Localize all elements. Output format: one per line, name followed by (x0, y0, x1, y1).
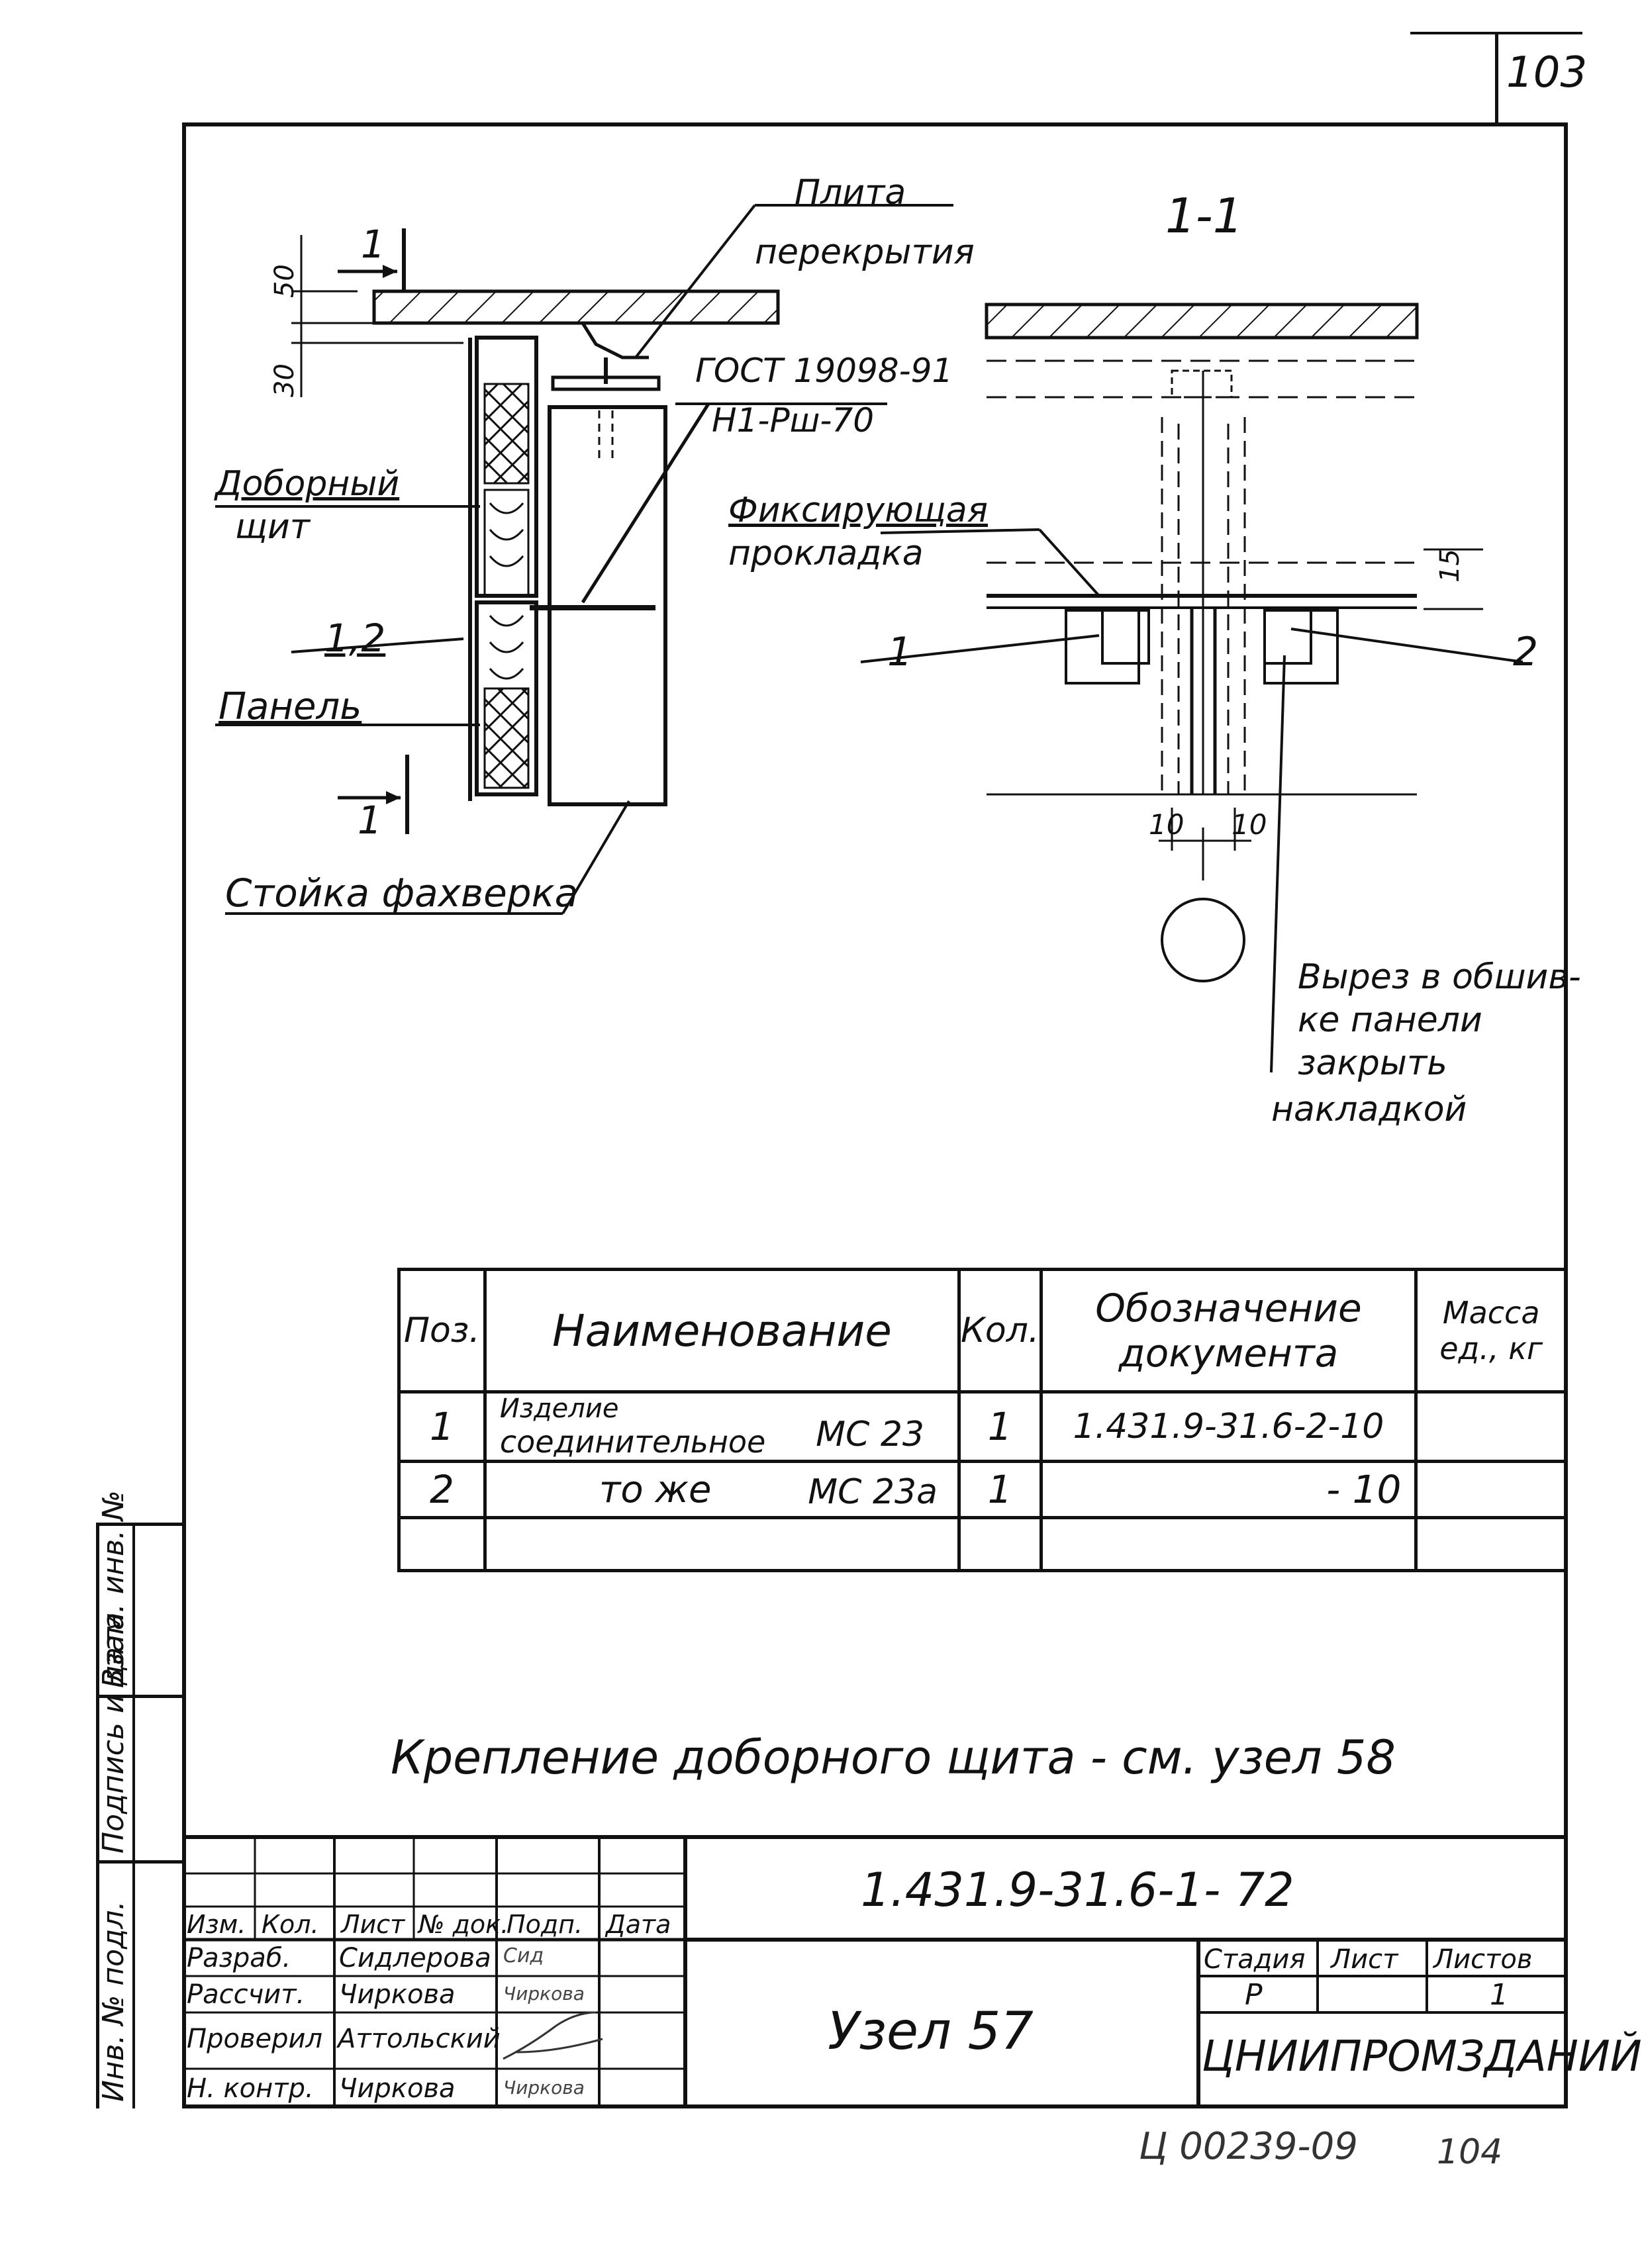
head-doc: № док. (418, 1910, 509, 1939)
side-stamp-rule-top (96, 1523, 185, 1526)
add-panel-label-2: щит (235, 507, 311, 547)
section-mark-top: 1 (361, 222, 385, 267)
spec-row1-qty: 1 (957, 1390, 1043, 1463)
spec-row2-mark: МС 23а (808, 1472, 938, 1512)
post-label: Стойка фахверка (225, 871, 579, 916)
spec-row3-doc (1039, 1516, 1418, 1572)
fix-pad-label-1: Фиксирующая (728, 491, 989, 530)
head-date: Дата (606, 1910, 671, 1939)
weld-label: Н1-Рш-70 (712, 401, 875, 440)
cut-note-3: закрыть (1298, 1043, 1447, 1083)
sign-4: Чиркова (503, 2077, 585, 2099)
side-stamp-rule-left (96, 1523, 99, 2108)
node-marker-circle (1161, 898, 1245, 982)
sign-1: Сид (503, 1944, 544, 1967)
spec-row2-pos: 2 (397, 1460, 487, 1519)
table-row: 2 то же МС 23а 1 - 10 (397, 1460, 1568, 1519)
role-4: Н. контр. (187, 2073, 314, 2104)
spec-row3-mass (1414, 1516, 1568, 1572)
spec-row1-name-2: соединительное (499, 1424, 766, 1460)
spec-head-doc-1: Обозначение (1095, 1286, 1362, 1331)
head-list: Лист (341, 1910, 405, 1939)
spec-row1-name-1: Изделие (499, 1394, 619, 1424)
spec-head-mass-2: ед., кг (1439, 1331, 1543, 1366)
stage-value: Р (1245, 1978, 1263, 2012)
pos12-label: 1,2 (324, 616, 386, 661)
sheets-head: Листов (1433, 1944, 1533, 1975)
slab (372, 289, 780, 325)
spec-head-pos: Поз. (397, 1268, 487, 1394)
spec-row1-mark: МС 23 (816, 1415, 924, 1454)
spec-row1-doc: 1.431.9-31.6-2-10 (1039, 1390, 1418, 1463)
section-slab (985, 303, 1419, 340)
name-3: Аттольский (338, 2024, 501, 2054)
spec-row1-name: Изделие соединительное МС 23 (483, 1390, 961, 1463)
role-1: Разраб. (187, 1943, 291, 1973)
dim-10-left: 10 (1149, 808, 1185, 841)
dim-10-right: 10 (1232, 808, 1267, 841)
side-stamp-rule-mid (132, 1523, 135, 2108)
slab-label-2: перекрытия (755, 232, 975, 272)
spec-row2-doc: - 10 (1039, 1460, 1418, 1519)
panel-label: Панель (218, 685, 362, 728)
spec-head-doc-2: документа (1118, 1331, 1339, 1376)
spec-row1-pos: 1 (397, 1390, 487, 1463)
organization: ЦНИИПРОМЗДАНИЙ (1202, 2032, 1642, 2081)
stage-head: Стадия (1204, 1944, 1306, 1975)
side-stamp-rule-b (96, 1860, 185, 1864)
gost-label: ГОСТ 19098-91 (695, 352, 953, 390)
sheets-value: 1 (1490, 1978, 1508, 2012)
page-number: 103 (1506, 48, 1588, 97)
sign-2: Чиркова (503, 1983, 585, 2005)
note-text: Крепление доборного щита - см. узел 58 (391, 1730, 1396, 1785)
spec-row2-mass (1414, 1460, 1568, 1519)
add-panel-label-1: Доборный (215, 464, 400, 504)
spec-row2-name-1: то же (599, 1468, 712, 1511)
spec-row3-pos (397, 1516, 487, 1572)
spec-row2-name: то же МС 23а (483, 1460, 961, 1519)
table-row: 1 Изделие соединительное МС 23 1 1.431.9… (397, 1390, 1568, 1463)
page-number-rule-left (1495, 32, 1498, 126)
spec-table: Поз. Наименование Кол. Обозначение докум… (397, 1268, 1568, 1572)
spec-head-name: Наименование (483, 1268, 961, 1394)
head-izm: Изм. (187, 1910, 246, 1939)
sheet-head: Лист (1331, 1944, 1398, 1975)
archive-page: 104 (1437, 2132, 1503, 2172)
pos2-label: 2 (1513, 629, 1539, 675)
name-2: Чиркова (339, 1979, 456, 2010)
name-1: Сидлерова (339, 1943, 491, 1973)
spec-head-doc: Обозначение документа (1039, 1268, 1418, 1394)
spec-row2-qty: 1 (957, 1460, 1043, 1519)
cut-note-4: накладкой (1271, 1090, 1467, 1129)
section-mark-bottom: 1 (358, 798, 382, 843)
drawing-title: Узел 57 (828, 2002, 1034, 2061)
spec-row3-qty (957, 1516, 1043, 1572)
table-row (397, 1516, 1568, 1572)
role-2: Рассчит. (187, 1979, 305, 2010)
cut-note-2: ке панели (1298, 1000, 1482, 1040)
fix-pad-label-2: прокладка (728, 534, 924, 573)
spec-head-qty: Кол. (957, 1268, 1043, 1394)
head-kol: Кол. (262, 1910, 319, 1939)
section-label: 1-1 (1165, 188, 1243, 244)
doc-code: 1.431.9-31.6-1- 72 (861, 1863, 1294, 1917)
archive-code: Ц 00239-09 (1139, 2125, 1358, 2168)
side-stamp-rule-a (96, 1695, 185, 1698)
spec-head-mass: Масса ед., кг (1414, 1268, 1568, 1394)
cut-note-1: Вырез в обшив- (1298, 957, 1581, 997)
slab-label-1: Плита (795, 173, 906, 213)
panel (475, 600, 538, 796)
pos1-label: 1 (887, 629, 913, 675)
drawing-frame (182, 122, 1568, 2108)
name-4: Чиркова (339, 2073, 456, 2104)
spec-row3-name (483, 1516, 961, 1572)
role-3: Проверил (187, 2024, 323, 2054)
spec-head-mass-1: Масса (1442, 1295, 1540, 1331)
head-sign: Подп. (507, 1910, 583, 1939)
spec-row1-mass (1414, 1390, 1568, 1463)
